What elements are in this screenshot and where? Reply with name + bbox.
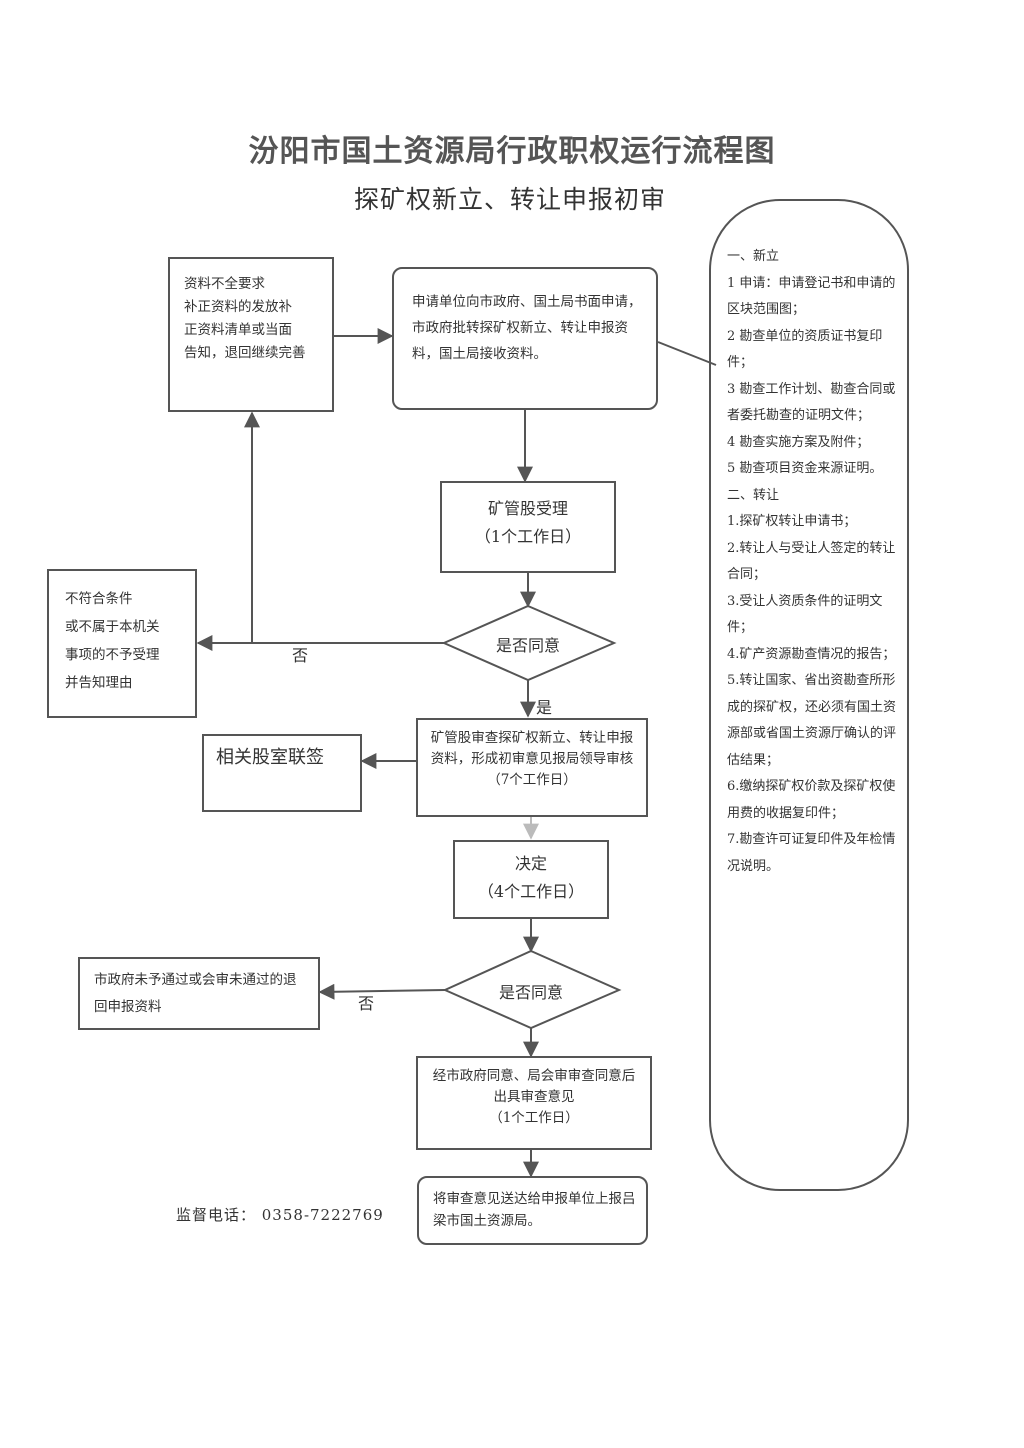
review-text: 矿管股审查探矿权新立、转让申报资料，形成初审意见报局领导审核 （7个工作日）: [430, 730, 634, 788]
accept-box: 矿管股受理 （1个工作日）: [440, 481, 616, 573]
arrow-decision2-no: [318, 983, 446, 1000]
new-item: 3 勘查工作计划、勘查合同或者委托勘查的证明文件；: [727, 381, 896, 424]
requirements-note: 一、新立 1 申请：申请登记书和申请的区块范围图； 2 勘查单位的资质证书复印件…: [727, 244, 902, 880]
reject-text: 不符合条件 或不属于本机关 事项的不予受理 并告知理由: [65, 591, 160, 691]
application-box: 申请单位向市政府、国土局书面申请，市政府批转探矿权新立、转让申报资料，国土局接收…: [392, 267, 658, 410]
transfer-item: 5.转让国家、省出资勘查所形成的探矿权，还必须有国土资源部或省国土资源厅确认的评…: [727, 673, 897, 768]
send-box: 将审查意见送达给申报单位上报吕梁市国土资源局。: [417, 1176, 648, 1245]
requirements-frame: [709, 199, 909, 1191]
new-item: 2 勘查单位的资质证书复印件；: [727, 328, 883, 371]
reject-box: 不符合条件 或不属于本机关 事项的不予受理 并告知理由: [47, 569, 197, 718]
supervision-phone: 监督电话： 0358-7222769: [176, 1206, 384, 1224]
note-connector: [657, 341, 717, 366]
decision-2-label: 是否同意: [498, 983, 563, 1002]
cosign-box: 相关股室联签: [202, 734, 362, 812]
incomplete-materials-box: 资料不全要求 补正资料的发放补 正资料清单或当面 告知，退回继续完善: [168, 257, 334, 412]
new-item: 5 勘查项目资金来源证明。: [727, 461, 883, 476]
transfer-heading: 二、转让: [727, 487, 780, 503]
send-text: 将审查意见送达给申报单位上报吕梁市国土资源局。: [433, 1191, 636, 1229]
decision-diamond-2: [442, 949, 622, 1030]
transfer-item: 1.探矿权转让申请书；: [727, 514, 857, 529]
page-subtitle: 探矿权新立、转让申报初审: [353, 185, 666, 214]
new-item: 4 勘查实施方案及附件；: [727, 434, 870, 450]
transfer-item: 4.矿产资源勘查情况的报告；: [727, 646, 896, 662]
decide-text: 决定 （4个工作日）: [477, 854, 585, 901]
yes-label-1: 是: [536, 698, 553, 717]
transfer-item: 2.转让人与受让人签定的转让合同；: [727, 540, 896, 583]
transfer-item: 6.缴纳探矿权价款及探矿权使用费的收据复印件；: [727, 779, 896, 821]
review-box: 矿管股审查探矿权新立、转让申报资料，形成初审意见报局领导审核 （7个工作日）: [416, 718, 648, 817]
incomplete-materials-text: 资料不全要求 补正资料的发放补 正资料清单或当面 告知，退回继续完善: [184, 276, 306, 361]
new-heading: 一、新立: [727, 249, 780, 264]
transfer-item: 7.勘查许可证复印件及年检情况说明。: [727, 832, 896, 874]
return-text: 市政府未予通过或会审未通过的退回申报资料: [94, 972, 297, 1015]
application-text: 申请单位向市政府、国土局书面申请，市政府批转探矿权新立、转让申报资料，国土局接收…: [412, 294, 642, 362]
accept-text: 矿管股受理 （1个工作日）: [474, 499, 582, 546]
decide-box: 决定 （4个工作日）: [453, 840, 609, 919]
decision-1-label: 是否同意: [495, 636, 560, 655]
decision-diamond-1: [441, 604, 617, 682]
cosign-text: 相关股室联签: [216, 747, 324, 768]
no-label-2: 否: [358, 994, 375, 1013]
no-label-1: 否: [292, 646, 309, 665]
new-item: 1 申请：申请登记书和申请的区块范围图；: [727, 275, 896, 318]
opinion-box: 经市政府同意、局会审审查同意后出具审查意见 （1个工作日）: [416, 1056, 652, 1150]
page-title: 汾阳市国土资源局行政职权运行流程图: [248, 134, 776, 169]
opinion-text: 经市政府同意、局会审审查同意后出具审查意见 （1个工作日）: [432, 1068, 636, 1126]
return-box: 市政府未予通过或会审未通过的退回申报资料: [78, 957, 320, 1030]
transfer-item: 3.受让人资质条件的证明文件；: [727, 593, 883, 636]
